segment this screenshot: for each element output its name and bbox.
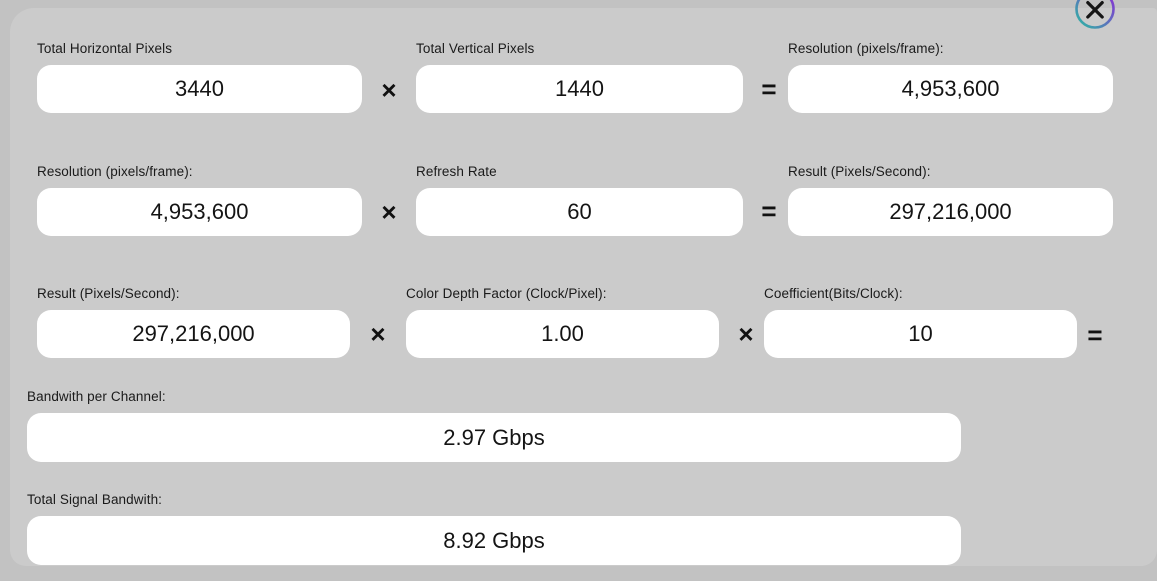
pixels-per-second-input-field: [37, 310, 350, 358]
total-vertical-pixels-input[interactable]: [416, 65, 743, 113]
total-signal-bandwidth-group: Total Signal Bandwith:: [27, 493, 961, 565]
coefficient-label: Coefficient(Bits/Clock):: [764, 286, 903, 301]
total-horizontal-pixels-group: Total Horizontal Pixels: [37, 42, 362, 113]
coefficient-input[interactable]: [764, 310, 1077, 358]
color-depth-factor-input[interactable]: [406, 310, 719, 358]
multiply-operator: ×: [370, 319, 386, 349]
pixels-per-second-input-label: Result (Pixels/Second):: [37, 286, 180, 301]
close-button[interactable]: [1073, 0, 1117, 31]
resolution-result-field: [788, 65, 1113, 113]
resolution-input-label: Resolution (pixels/frame):: [37, 164, 193, 179]
total-horizontal-pixels-input[interactable]: [37, 65, 362, 113]
equals-operator: =: [1087, 320, 1103, 350]
multiply-operator: ×: [381, 197, 397, 227]
total-signal-bandwidth-field: [27, 516, 961, 565]
total-vertical-pixels-group: Total Vertical Pixels: [416, 42, 743, 113]
bandwidth-per-channel-label: Bandwith per Channel:: [27, 389, 166, 404]
bandwidth-per-channel-group: Bandwith per Channel:: [27, 390, 961, 462]
pixels-per-second-result-group: Result (Pixels/Second):: [788, 165, 1113, 236]
pixels-per-second-result-label: Result (Pixels/Second):: [788, 164, 931, 179]
total-vertical-pixels-label: Total Vertical Pixels: [416, 41, 535, 56]
resolution-result-group: Resolution (pixels/frame):: [788, 42, 1113, 113]
color-depth-factor-label: Color Depth Factor (Clock/Pixel):: [406, 286, 607, 301]
bandwidth-per-channel-field: [27, 413, 961, 462]
equals-operator: =: [761, 196, 777, 226]
multiply-operator: ×: [381, 75, 397, 105]
multiply-operator: ×: [738, 319, 754, 349]
color-depth-factor-group: Color Depth Factor (Clock/Pixel):: [406, 287, 719, 358]
refresh-rate-label: Refresh Rate: [416, 164, 497, 179]
pixels-per-second-input-group: Result (Pixels/Second):: [37, 287, 350, 358]
total-signal-bandwidth-label: Total Signal Bandwith:: [27, 492, 163, 507]
resolution-input-group: Resolution (pixels/frame):: [37, 165, 362, 236]
pixels-per-second-result-field: [788, 188, 1113, 236]
calculator-panel: Total Horizontal Pixels × Total Vertical…: [10, 8, 1157, 566]
close-icon: [1075, 0, 1115, 29]
resolution-input-field: [37, 188, 362, 236]
equals-operator: =: [761, 74, 777, 104]
refresh-rate-group: Refresh Rate: [416, 165, 743, 236]
coefficient-group: Coefficient(Bits/Clock):: [764, 287, 1077, 358]
refresh-rate-input[interactable]: [416, 188, 743, 236]
total-horizontal-pixels-label: Total Horizontal Pixels: [37, 41, 173, 56]
resolution-result-label: Resolution (pixels/frame):: [788, 41, 944, 56]
